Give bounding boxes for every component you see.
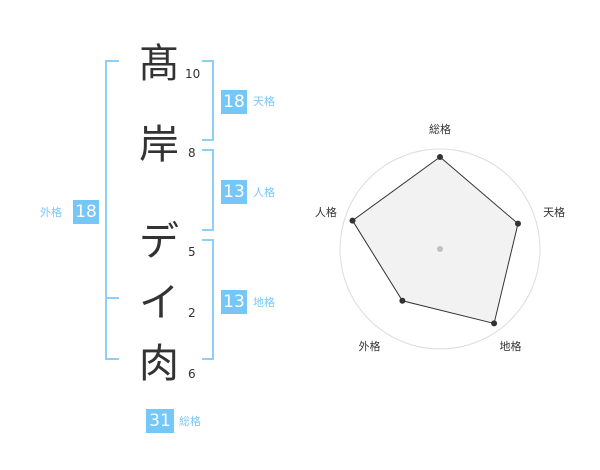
stroke-count-5: 6 — [188, 367, 196, 381]
tenkaku-label: 天格 — [253, 95, 275, 108]
jinkaku-label: 人格 — [253, 186, 275, 199]
soukaku-label: 総格 — [179, 415, 201, 428]
radar-point-1 — [437, 154, 443, 160]
name-char-4: イ — [139, 280, 179, 326]
radar-point-3 — [491, 320, 498, 327]
name-char-3: デ — [139, 219, 179, 265]
stroke-count-4: 2 — [188, 306, 196, 320]
radar-axis-label-3: 地格 — [500, 339, 522, 353]
name-char-1: 髙 — [139, 41, 179, 87]
radar-axis-label-4: 外格 — [358, 339, 380, 353]
radar-axis-label-2: 天格 — [543, 205, 565, 219]
radar-center-dot — [437, 246, 443, 252]
soukaku-value-badge: 31 — [146, 409, 174, 433]
radar-point-4 — [399, 297, 406, 304]
chikaku-label: 地格 — [253, 296, 275, 309]
radar-points — [349, 154, 521, 327]
radar-series-area — [351, 156, 519, 325]
stroke-count-1: 10 — [185, 67, 201, 81]
radar-point-5 — [349, 217, 356, 224]
chikaku-value-badge: 13 — [221, 290, 247, 314]
name-char-2: 岸 — [139, 122, 179, 168]
stroke-count-2: 8 — [188, 146, 196, 160]
jinkaku-value-badge: 13 — [221, 180, 247, 204]
radar-axis-label-5: 人格 — [315, 205, 337, 219]
stroke-count-3: 5 — [188, 245, 196, 259]
radar-point-2 — [514, 220, 521, 227]
radar-axis-label-1: 総格 — [429, 122, 451, 136]
gaikaku-value-badge: 18 — [73, 200, 99, 224]
name-char-5: 肉 — [139, 341, 179, 387]
tenkaku-value-badge: 18 — [221, 90, 247, 114]
gaikaku-label: 外格 — [40, 206, 62, 219]
